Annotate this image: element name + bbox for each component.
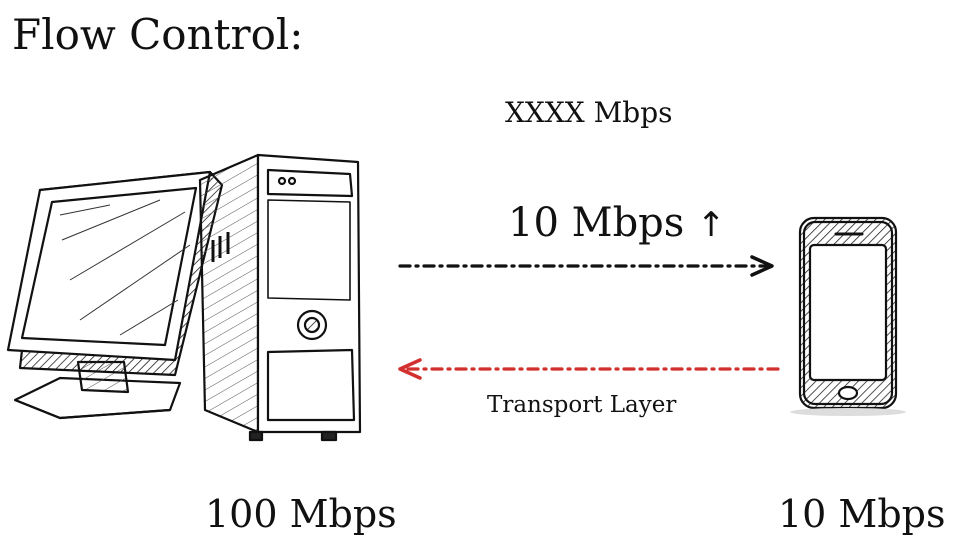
forward-data-arrow (398, 255, 774, 277)
backpressure-arrow (398, 358, 780, 380)
up-arrow-icon: ↑ (697, 205, 726, 245)
top-rate-label: XXXX Mbps (505, 96, 673, 129)
computer-speed-label: 100 Mbps (205, 492, 397, 536)
flow-rate-label: 10 Mbps ↑ (508, 200, 726, 246)
transport-layer-label: Transport Layer (487, 392, 677, 418)
desktop-computer-icon (6, 153, 362, 442)
flow-rate-value: 10 Mbps (508, 200, 685, 246)
page-title: Flow Control: (12, 10, 304, 59)
smartphone-icon (790, 216, 906, 416)
phone-speed-label: 10 Mbps (778, 492, 946, 536)
